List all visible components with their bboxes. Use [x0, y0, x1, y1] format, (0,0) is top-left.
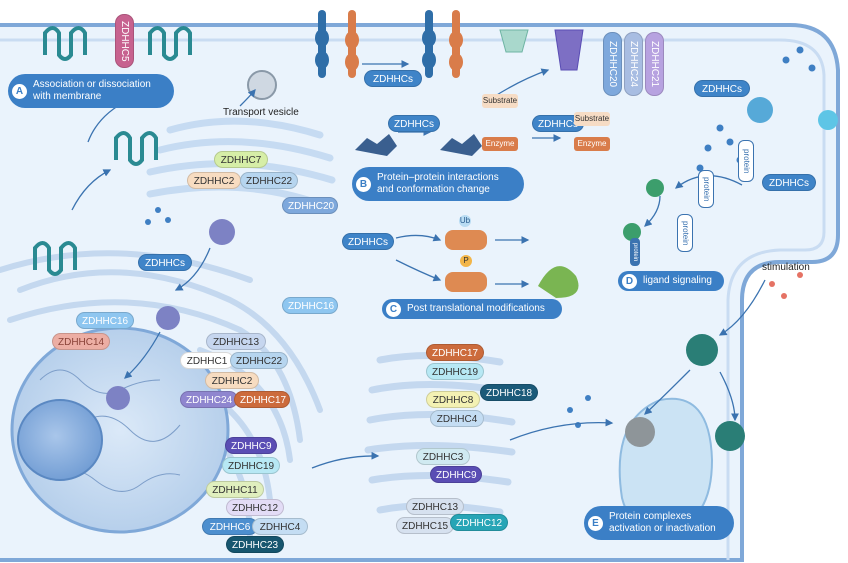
zdhhc4-tag-er: ZDHHC4	[252, 518, 308, 535]
stimulus-dots	[769, 272, 803, 299]
label-c-text: Post translational modifications	[407, 303, 545, 314]
zdhhc23-tag: ZDHHC23	[226, 536, 284, 553]
zdhhc13-tag-er: ZDHHC13	[206, 333, 266, 350]
zdhhc3-tag: ZDHHC3	[416, 448, 470, 465]
zdhhc24-vertical-tag: ZDHHC24	[624, 32, 643, 96]
protein-tag-1: protein	[738, 140, 754, 182]
zdhhcs-tag-top: ZDHHCs	[364, 70, 422, 87]
zdhhc17-tag-er: ZDHHC17	[234, 391, 290, 408]
zdhhc16-tag: ZDHHC16	[282, 297, 338, 314]
zdhhc8-tag: ZDHHC8	[426, 391, 480, 408]
zdhhc16-tag-nucleus: ZDHHC16	[76, 312, 134, 329]
zdhhc22-tag-pm: ZDHHC22	[240, 172, 298, 189]
protein-blobs	[106, 97, 838, 451]
protein-tag-3: protein	[677, 214, 693, 252]
substrate-box-1: Substrate	[482, 94, 518, 108]
zdhhc7-tag: ZDHHC7	[214, 151, 268, 168]
zdhhc4-tag-golgi: ZDHHC4	[430, 410, 484, 427]
zdhhc1-tag: ZDHHC1	[180, 352, 234, 369]
zdhhc14-tag: ZDHHC14	[52, 333, 110, 350]
zdhhc19-tag-er: ZDHHC19	[222, 457, 280, 474]
phosphate-badge: P	[460, 255, 472, 267]
zdhhc17-tag-golgi: ZDHHC17	[426, 344, 484, 361]
zdhhc12-tag-golgi: ZDHHC12	[450, 514, 508, 531]
stimulation-label: stimulation	[762, 262, 810, 273]
label-d-letter: D	[622, 273, 637, 289]
zdhhc21-vertical-tag: ZDHHC21	[645, 32, 664, 96]
label-b-text: Protein–protein interactions and conform…	[377, 172, 499, 195]
protein-tag-4: protein	[630, 238, 640, 266]
label-c: C Post translational modifications	[382, 299, 562, 319]
zdhhc9-tag-golgi: ZDHHC9	[430, 466, 482, 483]
enzyme-box-1: Enzyme	[482, 137, 518, 151]
transport-vesicle-label: Transport vesicle	[223, 107, 299, 118]
zdhhc24-tag-er: ZDHHC24	[180, 391, 238, 408]
zdhhc20-tag: ZDHHC20	[282, 197, 338, 214]
substrate-box-2: Substrate	[574, 112, 610, 126]
zdhhc2-tag-er: ZDHHC2	[205, 372, 259, 389]
label-a-text: Association or dissociation with membran…	[33, 79, 151, 102]
zdhhc19-tag-golgi: ZDHHC19	[426, 363, 484, 380]
ubiquitin-badge: Ub	[459, 215, 471, 227]
protein-tag-2: protein	[698, 170, 714, 208]
ligand-dots	[145, 46, 816, 428]
label-e-text: Protein complexes activation or inactiva…	[609, 511, 716, 534]
label-c-letter: C	[386, 301, 401, 317]
zdhhcs-tag-b1: ZDHHCs	[388, 115, 440, 132]
membrane-proteins-top	[33, 26, 192, 276]
label-a-letter: A	[12, 83, 27, 99]
zdhhc22-tag-er: ZDHHC22	[230, 352, 288, 369]
label-b-letter: B	[356, 176, 371, 192]
zdhhc5-tag: ZDHHC5	[115, 14, 134, 68]
zdhhc18-tag: ZDHHC18	[480, 384, 538, 401]
nucleolus	[17, 399, 103, 481]
zdhhcs-tag-receptor: ZDHHCs	[694, 80, 750, 97]
zdhhc13-tag-golgi: ZDHHC13	[406, 498, 464, 515]
zdhhc11-tag: ZDHHC11	[206, 481, 264, 498]
zdhhcs-tag-left: ZDHHCs	[138, 254, 192, 271]
zdhhcs-tag-right: ZDHHCs	[762, 174, 816, 191]
zdhhc20-vertical-tag: ZDHHC20	[603, 32, 622, 96]
label-a: A Association or dissociation with membr…	[8, 74, 174, 108]
label-b: B Protein–protein interactions and confo…	[352, 167, 524, 201]
receptors	[315, 10, 463, 78]
label-d-text: ligand signaling	[643, 275, 712, 286]
label-e: E Protein complexes activation or inacti…	[584, 506, 734, 540]
zdhhc2-tag-pm: ZDHHC2	[187, 172, 241, 189]
zdhhc6-tag: ZDHHC6	[202, 518, 258, 535]
zdhhc9-tag-er: ZDHHC9	[225, 437, 277, 454]
label-e-letter: E	[588, 515, 603, 531]
enzyme-box-2: Enzyme	[574, 137, 610, 151]
label-d: D ligand signaling	[618, 271, 724, 291]
zdhhc15-tag: ZDHHC15	[396, 517, 454, 534]
zdhhc12-tag-er: ZDHHC12	[226, 499, 284, 516]
zdhhcs-tag-c: ZDHHCs	[342, 233, 394, 250]
